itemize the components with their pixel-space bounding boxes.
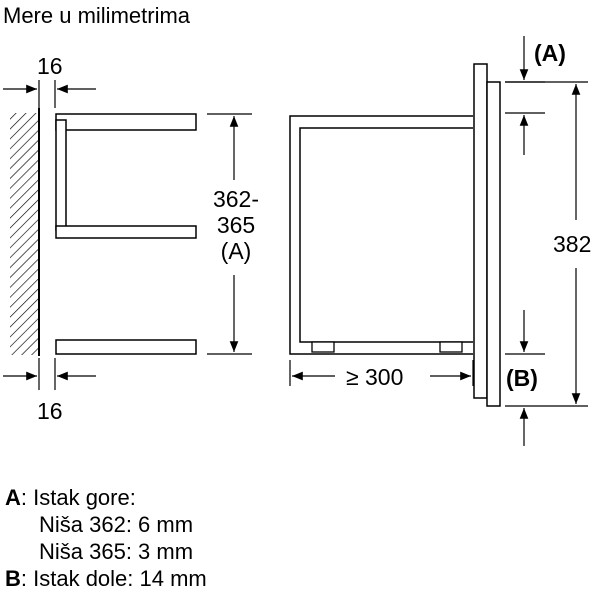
- appliance-body: [289, 63, 501, 407]
- label-ref-a: (A): [534, 40, 566, 66]
- niche-frame: [55, 113, 197, 355]
- dim-niche-height: [207, 113, 252, 355]
- label-ref-b: (B): [506, 365, 538, 391]
- wall-hatch: [10, 108, 40, 356]
- dim-16-bottom: [3, 358, 96, 390]
- niche-height-ref: (A): [220, 238, 252, 264]
- dim-depth: [289, 360, 474, 386]
- legend-a-line2: Niša 365: 3 mm: [39, 539, 194, 564]
- legend-a-title: : Istak gore:: [20, 485, 136, 510]
- label-depth: ≥ 300: [346, 364, 404, 390]
- label-niche-height: 362- 365 (A): [209, 186, 263, 264]
- niche-height-line1: 362-: [212, 186, 260, 212]
- legend-a-line1: Niša 362: 6 mm: [39, 512, 194, 537]
- legend-a-key: A: [5, 485, 21, 510]
- legend-b-title: : Istak dole: 14 mm: [20, 566, 207, 591]
- label-16-top: 16: [37, 53, 63, 79]
- dim-16-top: [3, 80, 96, 108]
- label-16-bottom: 16: [37, 398, 63, 424]
- legend-b: B: Istak dole: 14 mm: [5, 565, 207, 592]
- label-total-height: 382: [553, 231, 592, 257]
- dim-total-height: [505, 81, 588, 404]
- legend: A: Istak gore: Niša 362: 6 mm Niša 365: …: [5, 484, 207, 592]
- legend-a: A: Istak gore:: [5, 484, 207, 511]
- diagram-title: Mere u milimetrima: [3, 3, 191, 28]
- dim-offset-b: [505, 310, 588, 446]
- legend-b-key: B: [5, 566, 21, 591]
- niche-height-line2: 365: [216, 212, 256, 238]
